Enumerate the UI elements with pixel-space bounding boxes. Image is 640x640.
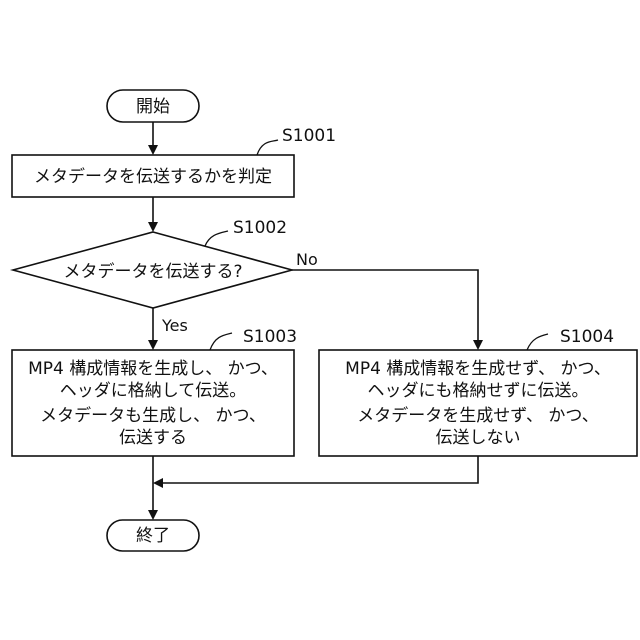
- step-label-s1003: S1003: [243, 327, 297, 347]
- step-label-s1001: S1001: [282, 126, 336, 146]
- yes-branch-label: Yes: [161, 316, 188, 335]
- yes-process-line-3: メタデータも生成し、 かつ、: [40, 405, 266, 426]
- connector-to-end: [148, 456, 158, 520]
- yes-process-line-1: MP4 構成情報を生成し、 かつ、: [28, 359, 278, 379]
- end-label: 終了: [136, 526, 170, 546]
- connector-no-branch: No: [292, 250, 483, 350]
- yes-process-line-2: ヘッダに格納して伝送。: [60, 381, 247, 401]
- leader-line-s1002: [205, 231, 228, 246]
- arrowhead-icon: [148, 145, 158, 155]
- judge-process-node: メタデータを伝送するかを判定: [12, 155, 294, 197]
- step-label-s1001-group: S1001: [257, 126, 336, 155]
- arrowhead-icon: [153, 478, 163, 488]
- no-process-line-1: MP4 構成情報を生成せず、 かつ、: [345, 359, 611, 379]
- decision-node: メタデータを伝送する?: [13, 232, 292, 308]
- arrowhead-icon: [473, 340, 483, 350]
- judge-process-label: メタデータを伝送するかを判定: [34, 166, 272, 187]
- yes-process-node: MP4 構成情報を生成し、 かつ、 ヘッダに格納して伝送。 メタデータも生成し、…: [12, 350, 294, 456]
- no-process-line-3: メタデータを生成せず、 かつ、: [357, 405, 599, 426]
- step-label-s1002: S1002: [233, 218, 287, 238]
- connector-merge: [153, 456, 478, 488]
- no-process-line-2: ヘッダにも格納せずに伝送。: [368, 381, 589, 401]
- leader-line-s1003: [210, 333, 232, 350]
- leader-line-s1001: [257, 140, 278, 155]
- connector-start-to-judge: [148, 122, 158, 155]
- step-label-s1004-group: S1004: [527, 327, 614, 350]
- no-process-line-4: 伝送しない: [436, 428, 521, 448]
- step-label-s1004: S1004: [560, 327, 614, 347]
- decision-label: メタデータを伝送する?: [63, 261, 242, 282]
- step-label-s1003-group: S1003: [210, 327, 297, 350]
- leader-line-s1004: [527, 334, 548, 350]
- yes-process-line-4: 伝送する: [119, 428, 187, 448]
- arrowhead-icon: [148, 510, 158, 520]
- arrowhead-icon: [148, 222, 158, 232]
- connector-yes-branch: Yes: [148, 308, 188, 350]
- start-label: 開始: [136, 97, 170, 117]
- no-branch-label: No: [296, 250, 318, 269]
- no-process-node: MP4 構成情報を生成せず、 かつ、 ヘッダにも格納せずに伝送。 メタデータを生…: [319, 350, 637, 456]
- start-node: 開始: [107, 90, 199, 122]
- arrowhead-icon: [148, 340, 158, 350]
- connector-judge-to-decision: [148, 197, 158, 232]
- end-node: 終了: [107, 520, 199, 551]
- step-label-s1002-group: S1002: [205, 218, 287, 246]
